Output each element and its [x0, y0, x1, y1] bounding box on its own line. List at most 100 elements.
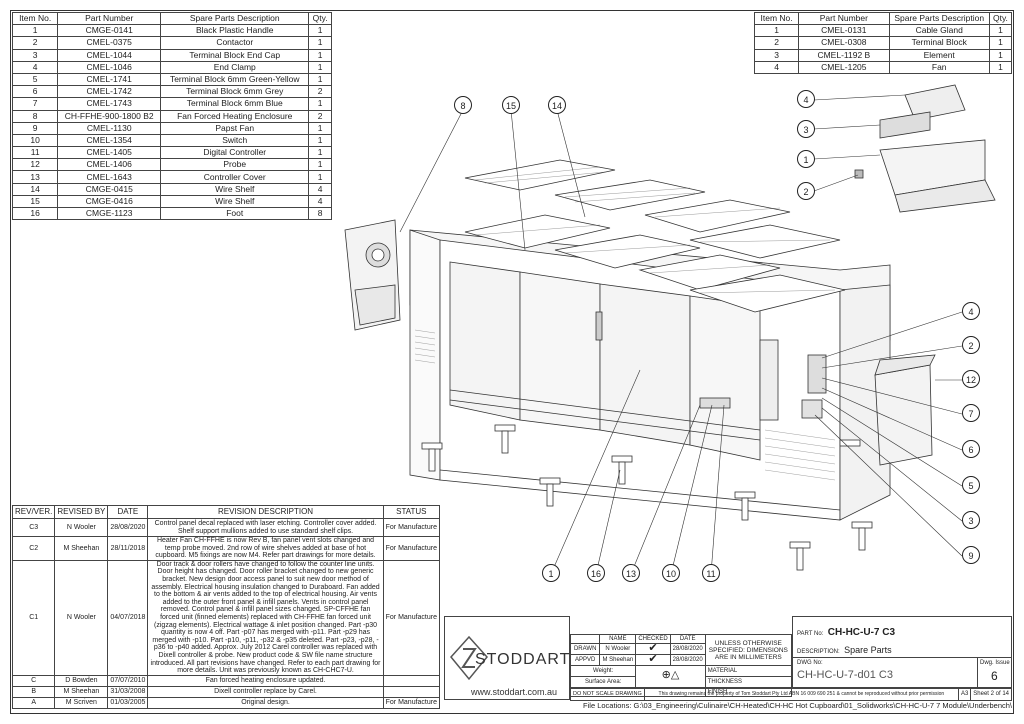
header-rev: REV/VER. [11, 505, 56, 519]
dwg-issue-label: Dwg. Issue [980, 660, 1010, 666]
cell-by: D Bowden [54, 674, 109, 687]
revision-header-row: REV/VER. REVISED BY DATE REVISION DESCRI… [11, 505, 441, 519]
cell-by: N Wooler [54, 518, 109, 537]
revision-table: REV/VER. REVISED BY DATE REVISION DESCRI… [11, 505, 441, 709]
material-label: MATERIAL [704, 665, 793, 677]
cell-status [382, 674, 441, 687]
cell-date: 07/07/2010 [107, 674, 149, 687]
balloon-9: 9 [962, 546, 980, 564]
cell-rev: A [11, 696, 56, 709]
projection-symbol-icon: ⊕△ [661, 669, 680, 681]
cell-date: 28/08/2020 [107, 518, 149, 537]
wire-shelf [464, 159, 616, 191]
bom-header-row: Item No. Part Number Spare Parts Descrip… [753, 11, 1013, 26]
cell-by: M Scriven [54, 696, 109, 709]
cell-qty: 1 [988, 36, 1013, 50]
cell-item-no: 3 [753, 48, 800, 62]
stoddart-logo-icon [450, 635, 488, 681]
cell-desc: Dixell controller replace by Carel. [147, 685, 384, 698]
balloon-16: 16 [587, 564, 605, 582]
cell-part-number: CMGE-1123 [57, 206, 162, 221]
approved-label: APPVD [569, 654, 601, 666]
balloon-5: 5 [962, 476, 980, 494]
cell-date: 28/11/2018 [107, 536, 149, 561]
cell-rev: C1 [11, 559, 56, 676]
drawn-date: 28/08/2020 [669, 643, 706, 655]
header-status: STATUS [382, 505, 441, 519]
cell-status: For Manufacture [382, 559, 441, 676]
file-location: File Locations: G:\03_Engineering\Culina… [583, 701, 1012, 710]
balloon-1: 1 [797, 150, 815, 168]
balloon-14: 14 [548, 96, 566, 114]
cell-status: For Manufacture [382, 696, 441, 709]
company-website: www.stoddart.com.au [471, 687, 558, 697]
header-revised-by: REVISED BY [54, 505, 109, 519]
header-date: DATE [107, 505, 149, 519]
balloon-13: 13 [622, 564, 640, 582]
units-note: UNLESS OTHERWISE SPECIFIED: DIMENSIONS A… [704, 634, 793, 666]
cell-desc: Heater Fan CH-FFHE is now Rev B, fan pan… [147, 536, 384, 561]
cell-status: For Manufacture [382, 536, 441, 561]
description: Spare Parts [844, 645, 892, 655]
header-revision-description: REVISION DESCRIPTION [147, 505, 384, 519]
property-note: This drawing remains the property of Tom… [643, 688, 959, 701]
dwg-no: CH-HC-U-7-d01 C3 [797, 669, 893, 681]
part-no-label: PART No: [797, 631, 824, 637]
approved-date: 28/08/2020 [669, 654, 706, 666]
cell-qty: 8 [308, 206, 332, 221]
bom-table-fan-enclosure: Item No. Part Number Spare Parts Descrip… [753, 11, 1013, 74]
balloon-8: 8 [454, 96, 472, 114]
balloon-1: 1 [542, 564, 560, 582]
cell-rev: C2 [11, 536, 56, 561]
bom-table-main: Item No. Part Number Spare Parts Descrip… [11, 11, 332, 221]
company-name: STODDART [475, 651, 571, 668]
sheet-number: Sheet 2 of 14 [970, 688, 1012, 701]
cell-rev: B [11, 685, 56, 698]
description-label: DESCRIPTION: [797, 649, 840, 655]
thickness-label: THICKNESS [704, 676, 793, 688]
col-name: NAME [599, 634, 637, 644]
col-date: DATE [669, 634, 706, 644]
cell-date: 04/07/2018 [107, 559, 149, 676]
cell-desc: Door track & door rollers have changed t… [147, 559, 384, 676]
approved-name: M Sheehan [599, 654, 637, 666]
balloon-3: 3 [797, 120, 815, 138]
col-checked: CHECKED [635, 634, 671, 644]
balloon-4: 4 [797, 90, 815, 108]
part-no: CH-HC-U-7 C3 [827, 627, 896, 638]
part-info-block: PART No: CH-HC-U-7 C3 DESCRIPTION: Spare… [792, 616, 1012, 688]
balloon-2: 2 [962, 336, 980, 354]
balloon-7: 7 [962, 404, 980, 422]
drawn-label: DRAWN [569, 643, 601, 655]
cell-desc: Fan forced heating enclosure updated. [147, 674, 384, 687]
company-logo-block: STODDART www.stoddart.com.au [444, 616, 570, 700]
balloon-12: 12 [962, 370, 980, 388]
balloon-3: 3 [962, 511, 980, 529]
cell-item-no: 4 [753, 60, 800, 74]
weight-label: Weight: [569, 665, 637, 677]
drawing-frame [10, 10, 1014, 714]
cell-date: 31/03/2008 [107, 685, 149, 698]
surface-area-label: Surface Area: [569, 676, 637, 688]
cell-status [382, 685, 441, 698]
cell-status: For Manufacture [382, 518, 441, 537]
